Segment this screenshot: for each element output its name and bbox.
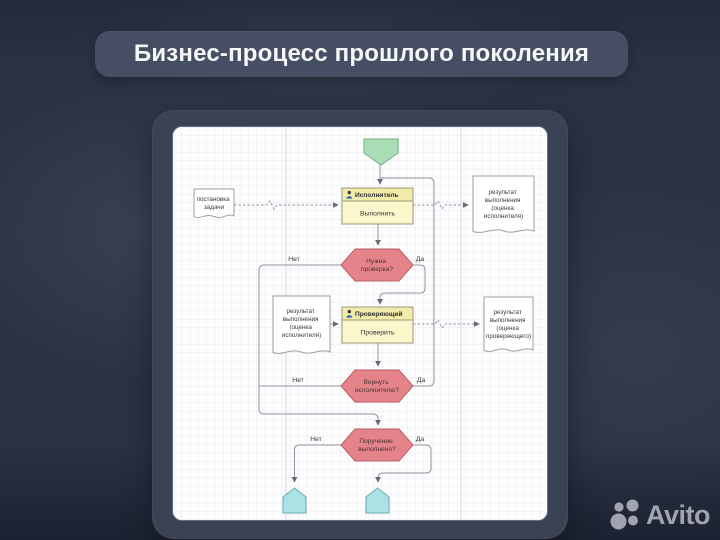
avito-circles-icon bbox=[610, 499, 639, 530]
label-no-need-check: Нет bbox=[288, 256, 300, 263]
connector-doc-task-to-execute bbox=[234, 200, 339, 210]
diagram-panel: постановка задачи результат выполнения (… bbox=[172, 126, 548, 521]
end-event-left bbox=[282, 487, 307, 514]
document-task-label: постановка задачи bbox=[197, 196, 232, 211]
flowchart-svg: постановка задачи результат выполнения (… bbox=[173, 127, 547, 520]
avito-wordmark: Avito bbox=[646, 499, 711, 530]
document-result-executor-top bbox=[472, 175, 535, 233]
document-result-executor-top-label: результат выполнения (оценка исполнителя… bbox=[484, 189, 523, 220]
person-icon bbox=[346, 309, 353, 318]
connector-execute-to-doc-result bbox=[413, 200, 469, 210]
document-task bbox=[193, 188, 235, 218]
task-executor: Исполнитель Выполнить bbox=[341, 187, 414, 225]
start-event-shape bbox=[363, 138, 399, 166]
page-title: Бизнес-процесс прошлого поколения bbox=[133, 40, 590, 67]
task-reviewer-action: Проверить bbox=[361, 330, 395, 337]
end-event-right bbox=[365, 487, 390, 514]
connector-done-no bbox=[291, 444, 341, 483]
document-result-executor-mid-label: результат выполнения (оценка исполнителя… bbox=[282, 308, 321, 339]
document-result-reviewer bbox=[483, 296, 534, 352]
task-reviewer-role: Проверяющий bbox=[355, 310, 403, 318]
task-executor-role: Исполнитель bbox=[355, 192, 399, 199]
label-no-done: Нет bbox=[310, 436, 322, 443]
label-yes-return: Да bbox=[417, 377, 426, 384]
connector-needcheck-no bbox=[258, 264, 381, 426]
decision-task-done-label: Поручение выполнено? bbox=[358, 438, 396, 453]
document-result-reviewer-label: результат выполнения (оценка проверяющег… bbox=[486, 309, 531, 340]
task-executor-action: Выполнить bbox=[360, 211, 395, 218]
decision-need-check bbox=[340, 248, 414, 282]
label-yes-done: Да bbox=[416, 436, 425, 443]
task-reviewer: Проверяющий Проверить bbox=[341, 306, 414, 344]
decision-need-check-label: Нужна проверка? bbox=[361, 258, 393, 273]
connector-review-to-doc-result bbox=[413, 319, 480, 329]
decision-return-to-executor bbox=[340, 369, 414, 403]
avito-logo: Avito bbox=[609, 498, 711, 532]
title-banner: Бизнес-процесс прошлого поколения bbox=[95, 31, 628, 77]
person-icon bbox=[346, 190, 353, 199]
task-executor-header bbox=[341, 187, 414, 202]
label-yes-need-check: Да bbox=[416, 256, 425, 263]
label-no-return: Нет bbox=[292, 377, 304, 384]
decision-task-done bbox=[340, 428, 414, 462]
connector-return-yes-loop bbox=[380, 177, 435, 387]
document-result-executor-mid bbox=[272, 295, 331, 354]
task-reviewer-header bbox=[341, 306, 414, 321]
connector-needcheck-yes bbox=[377, 264, 426, 305]
decision-return-to-executor-label: Вернуть исполнителю? bbox=[355, 379, 399, 394]
connector-done-yes bbox=[375, 444, 432, 483]
